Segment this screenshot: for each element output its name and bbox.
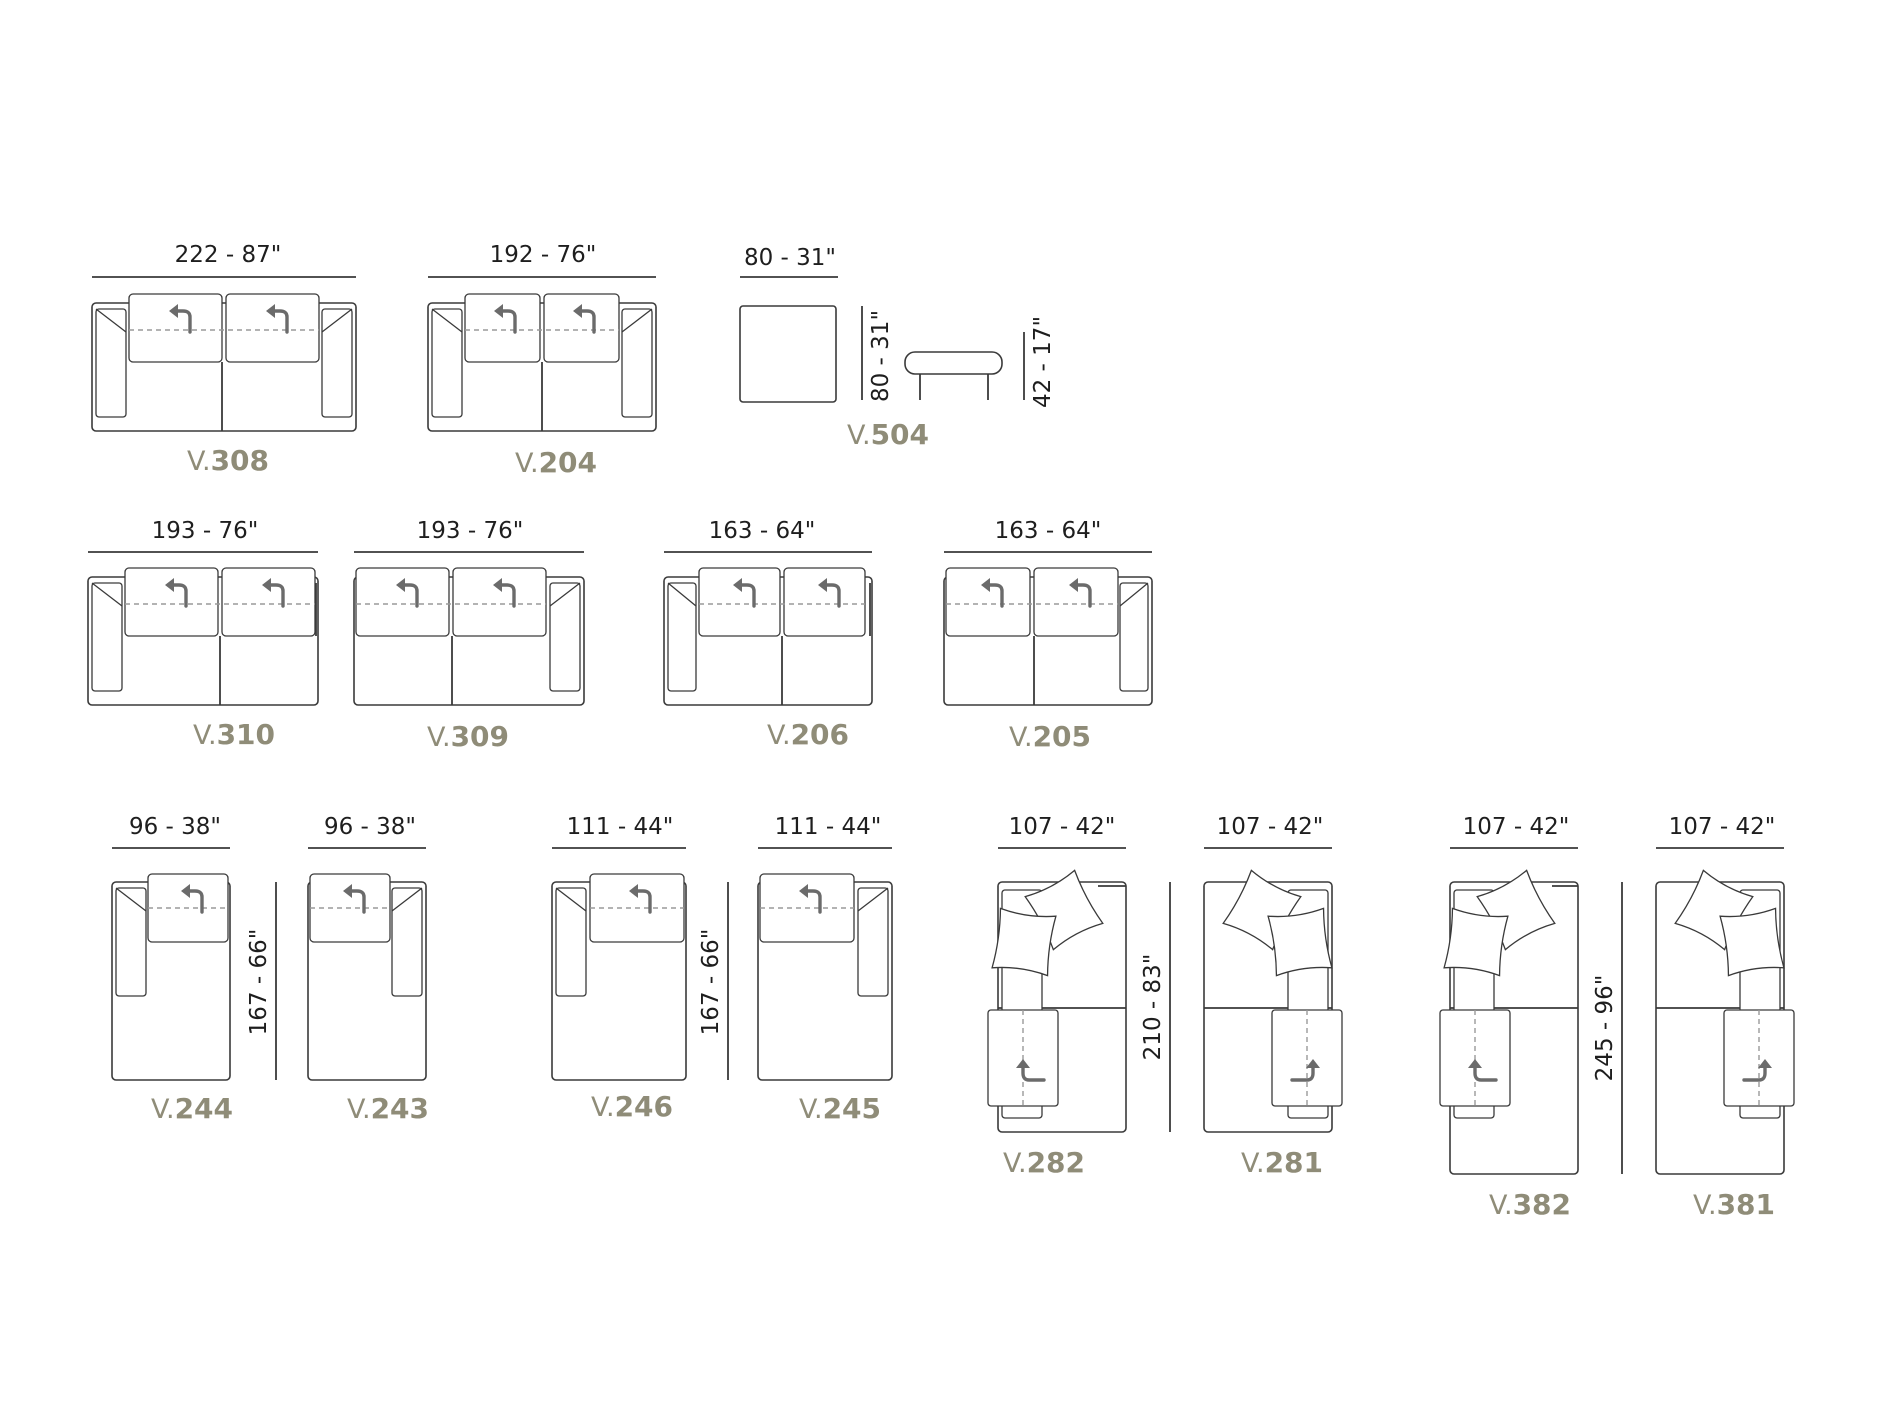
dimension-label: 210 - 83" (1140, 954, 1166, 1061)
model-code: V.245 (799, 1092, 881, 1125)
model-code: V.204 (515, 446, 597, 479)
dimension-label: 192 - 76" (490, 242, 597, 268)
dimension-label: 245 - 96" (1592, 975, 1618, 1082)
model-code: V.205 (1009, 720, 1091, 753)
sofa-v204: 192 - 76" V.204 (427, 242, 657, 479)
model-code: V.246 (591, 1090, 673, 1123)
dimension-label: 107 - 42" (1217, 814, 1324, 840)
model-code: V.309 (427, 720, 509, 753)
model-code: V.206 (767, 718, 849, 751)
corner-v382: 107 - 42" V.382 (1439, 814, 1579, 1221)
model-code: V.381 (1693, 1188, 1775, 1221)
dimension-label: 193 - 76" (152, 518, 259, 544)
sofa-v308: 222 - 87" V.308 (91, 242, 357, 477)
model-code: V.382 (1489, 1188, 1571, 1221)
dimension-label: 193 - 76" (417, 518, 524, 544)
dimension-label: 80 - 31" (744, 245, 836, 271)
sofa-v310: 193 - 76" V.310 (87, 518, 319, 751)
model-code: V.244 (151, 1092, 233, 1125)
model-code: V.504 (847, 418, 929, 451)
corner-v282: 107 - 42" V.282 (987, 814, 1127, 1179)
dimension-label: 96 - 38" (129, 814, 221, 840)
dimension-label: 163 - 64" (995, 518, 1102, 544)
dimension-label: 42 - 17" (1030, 316, 1056, 408)
chaise-v245: 111 - 44" V.245 (757, 814, 893, 1125)
chaise-v243: 96 - 38" V.243 (307, 814, 429, 1125)
dimension-label: 163 - 64" (709, 518, 816, 544)
corner-v281: 107 - 42" V.281 (1203, 814, 1343, 1179)
chaise-v244: 96 - 38" V.244 (111, 814, 233, 1125)
pouf-v504: 80 - 31" 80 - 31" 42 - 17" V.504 (739, 245, 1056, 451)
model-code: V.243 (347, 1092, 429, 1125)
model-code: V.308 (187, 444, 269, 477)
dimension-label: 222 - 87" (175, 242, 282, 268)
dimension-label: 111 - 44" (567, 814, 674, 840)
model-code: V.281 (1241, 1146, 1323, 1179)
dimension-label: 107 - 42" (1463, 814, 1570, 840)
chaise-v246: 111 - 44" V.246 (551, 814, 687, 1123)
sofa-v205: 163 - 64" V.205 (943, 518, 1153, 753)
sofa-v309: 193 - 76" V.309 (353, 518, 585, 753)
dimension-label: 80 - 31" (868, 310, 894, 402)
model-code: V.282 (1003, 1146, 1085, 1179)
dimension-label: 107 - 42" (1669, 814, 1776, 840)
model-code: V.310 (193, 718, 275, 751)
dimension-label: 111 - 44" (775, 814, 882, 840)
corner-v381: 107 - 42" V.381 (1655, 814, 1795, 1221)
dimension-label: 96 - 38" (324, 814, 416, 840)
sofa-v206: 163 - 64" V.206 (663, 518, 873, 751)
dimension-label: 167 - 66" (698, 929, 724, 1036)
dimension-label: 167 - 66" (246, 929, 272, 1036)
dimension-label: 107 - 42" (1009, 814, 1116, 840)
